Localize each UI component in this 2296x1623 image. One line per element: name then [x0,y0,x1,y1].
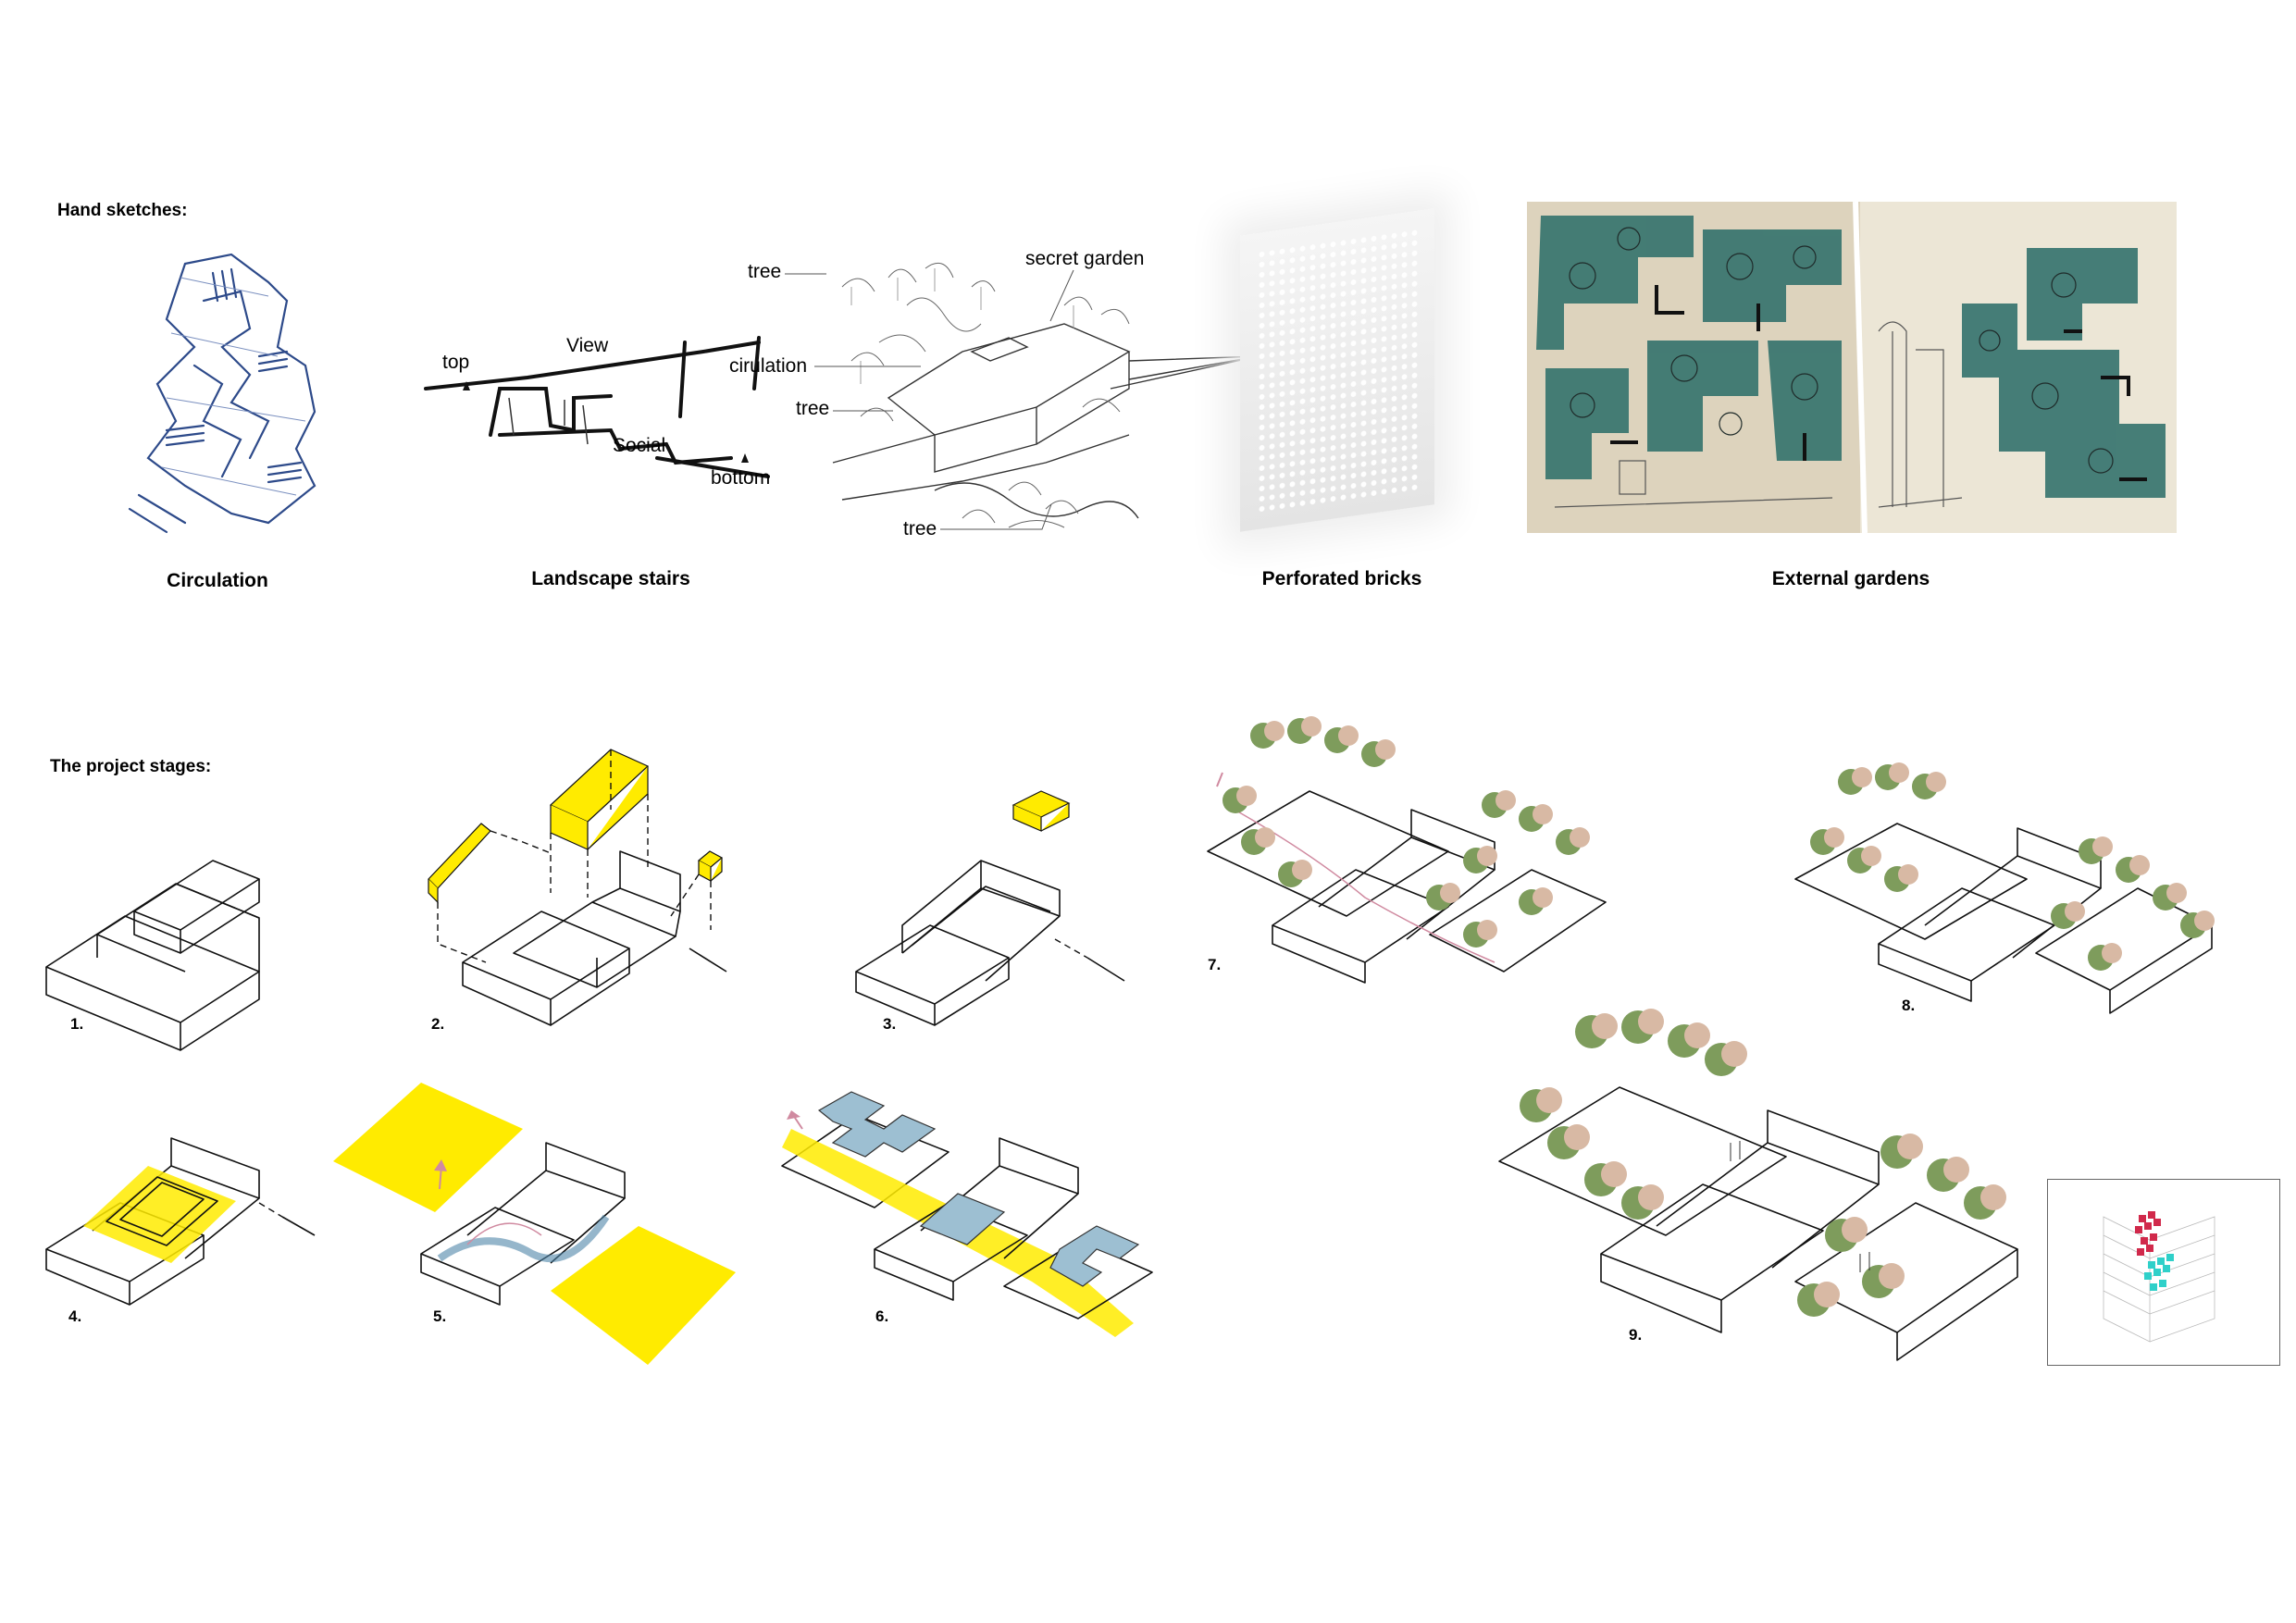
stage-3-diagram [855,790,1125,1026]
stairs-bottom-label: bottom [711,467,771,489]
stairs-social-label: Social [613,435,666,456]
stage-7-diagram [1207,716,1607,984]
garden-tree-label-1: tree [748,261,782,282]
stage-3-label: 3. [883,1015,897,1033]
stage-4-label: 4. [68,1307,82,1325]
stage-9-label: 9. [1629,1326,1643,1344]
stage-6-diagram [781,1091,1153,1337]
stage-5-label: 5. [433,1307,447,1325]
garden-tree-leader-3 [940,503,1052,530]
garden-circulation-leader [814,365,921,367]
perforated-bricks-render [1240,208,1434,532]
stage-4-diagram [45,1137,316,1306]
landscape-stairs-sketch [424,336,770,478]
stage-8-label: 8. [1902,997,1916,1014]
stairs-top-label: top [442,352,470,373]
secret-garden-label: secret garden [1025,248,1145,269]
secret-garden-leader [1049,269,1074,322]
stage-5-diagram [333,1083,736,1365]
hand-sketches-heading: Hand sketches: [57,201,188,220]
stage-7-label: 7. [1208,956,1222,973]
circulation-sketch [128,253,316,534]
project-stages-heading: The project stages: [50,757,212,776]
garden-tree-label-3: tree [903,518,937,539]
landscape-stairs-caption: Landscape stairs [531,568,690,589]
garden-tree-label-2: tree [796,398,830,419]
circulation-caption: Circulation [167,570,268,591]
garden-tree-leader-1 [785,273,826,275]
stairs-view-label: View [566,335,609,356]
garden-circulation-label: cirulation [729,355,808,377]
stage-2-diagram [428,749,727,1026]
stage-9-diagram [1498,1009,2018,1361]
stage-8-diagram [1794,762,2215,1014]
brick-detail-inset [2047,1179,2280,1366]
garden-perspective-sketch [832,262,1260,528]
stage-6-label: 6. [875,1307,889,1325]
external-gardens-photo [1527,202,2177,533]
stage-1-diagram [45,860,260,1051]
stage-1-label: 1. [70,1015,84,1033]
external-gardens-caption: External gardens [1771,568,1930,589]
garden-tree-leader-2 [833,410,893,412]
stage-2-label: 2. [431,1015,445,1033]
perforated-bricks-caption: Perforated bricks [1261,568,1422,589]
